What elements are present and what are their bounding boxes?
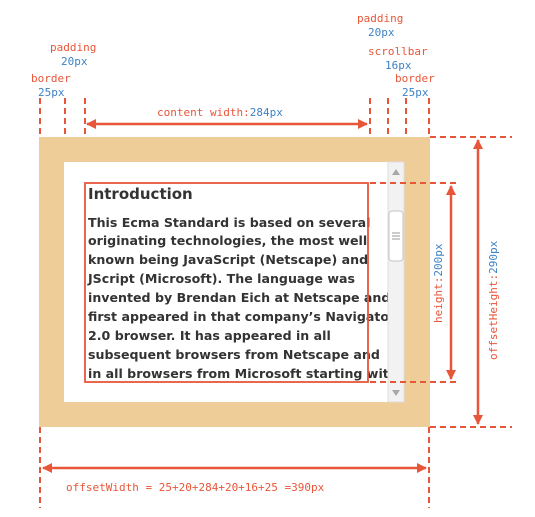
- offset-width-label: offsetWidth = 25+20+284+20+16+25 =390px: [66, 481, 325, 494]
- content-box-outline: [84, 182, 369, 383]
- content-title: Introduction: [88, 185, 193, 203]
- height-label: height:200px: [432, 243, 445, 323]
- border-right-value: 25px: [402, 86, 429, 99]
- arrow-down-icon[interactable]: [392, 390, 400, 396]
- padding-left-value: 20px: [61, 55, 88, 68]
- scrollbar-label: scrollbar: [368, 45, 428, 58]
- horizontal-guides: [370, 136, 512, 428]
- content-line: invented by Brendan Eich at Netscape and: [88, 290, 390, 305]
- content-line: first appeared in that company’s Navigat…: [88, 309, 396, 324]
- offset-height-label: offsetHeight:290px: [487, 240, 500, 360]
- border-left-value: 25px: [38, 86, 65, 99]
- scrollbar[interactable]: [387, 161, 405, 403]
- border-right-label: border: [395, 72, 435, 85]
- border-left-label: border: [31, 72, 71, 85]
- padding-right-value: 20px: [368, 26, 395, 39]
- content-body: This Ecma Standard is based on several o…: [87, 215, 398, 381]
- scrollbar-track[interactable]: [387, 161, 405, 403]
- padding-right-label: padding: [357, 12, 403, 25]
- content-line: originating technologies, the most well: [88, 233, 367, 248]
- padding-area: [64, 162, 404, 402]
- vertical-guides: [39, 98, 430, 508]
- arrow-up-icon[interactable]: [392, 169, 400, 175]
- content-line: This Ecma Standard is based on several: [88, 215, 370, 230]
- content-width-label: content width:284px: [157, 106, 283, 119]
- content-line: subsequent browsers from Netscape and: [88, 347, 380, 362]
- content-line: 2.0 browser. It has appeared in all: [88, 328, 331, 343]
- grip-icon: [392, 232, 400, 240]
- content-line: JScript (Microsoft). The language was: [87, 271, 355, 286]
- content-line: in all browsers from Microsoft starting …: [88, 366, 398, 381]
- padding-left-label: padding: [50, 41, 96, 54]
- content-line: known being JavaScript (Netscape) and: [88, 252, 368, 267]
- scrollbar-value: 16px: [385, 59, 412, 72]
